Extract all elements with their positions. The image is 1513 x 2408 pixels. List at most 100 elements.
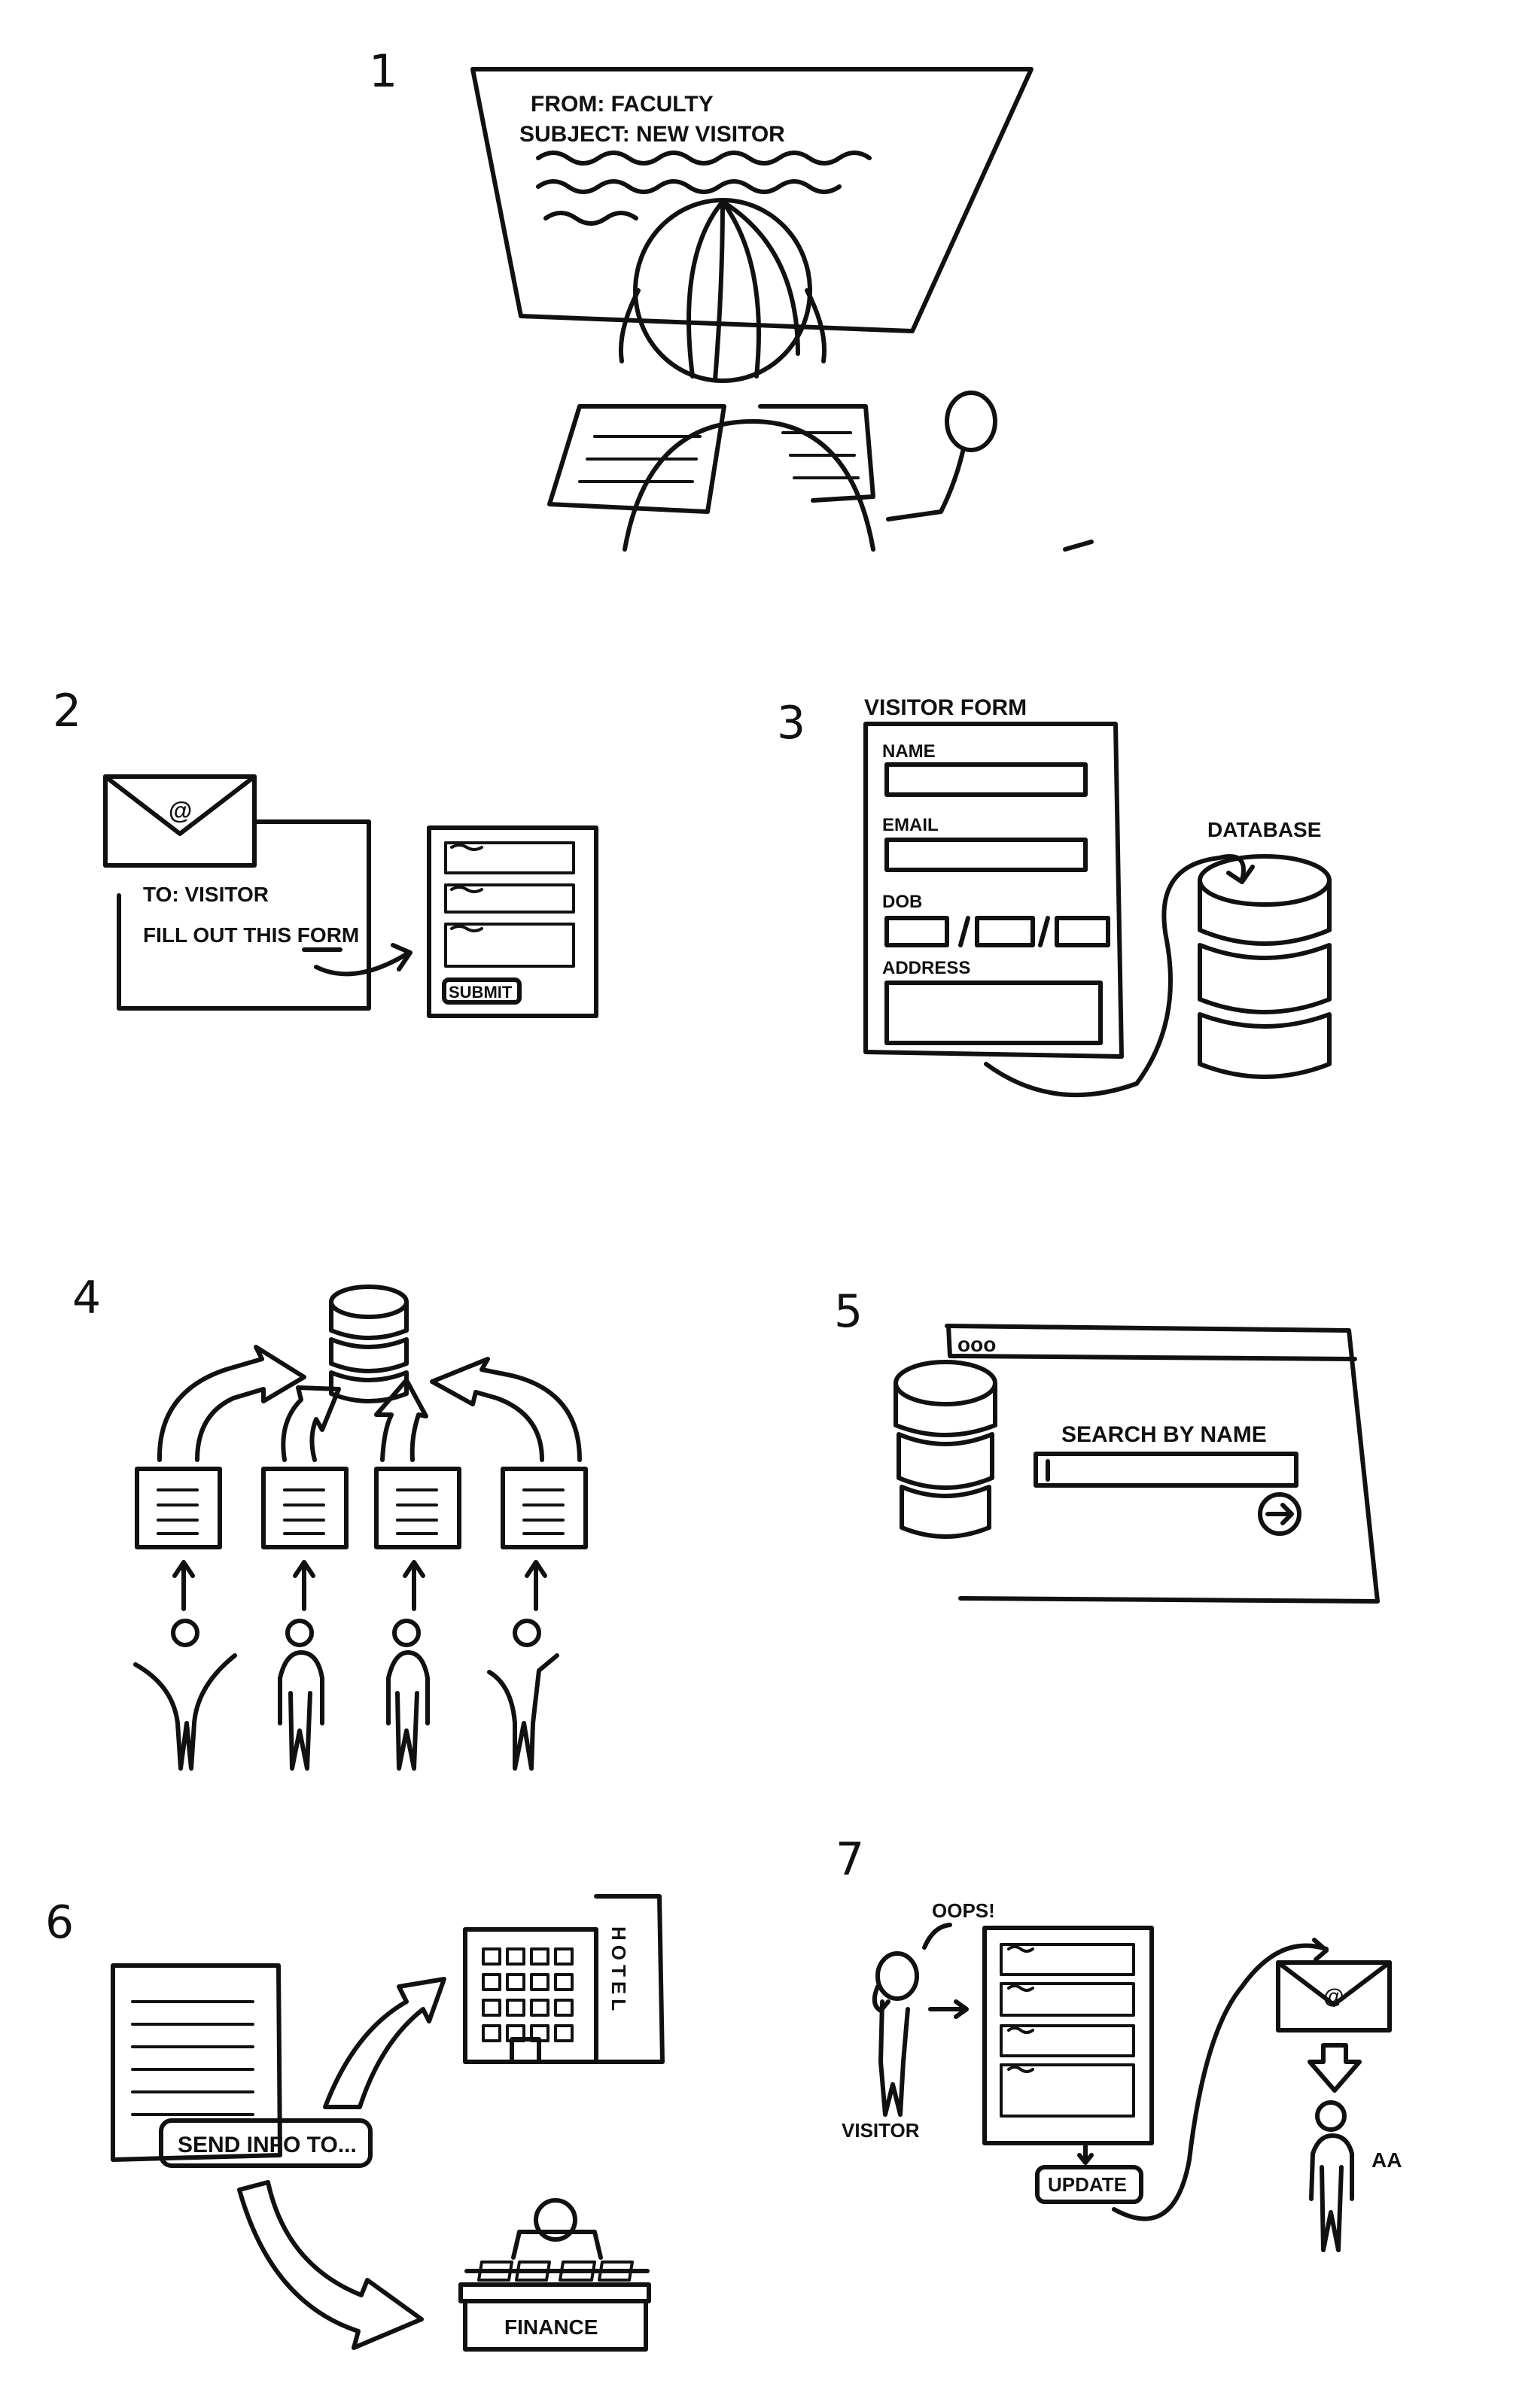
arrow-head bbox=[391, 943, 412, 971]
email-body: FILL OUT THIS FORM bbox=[143, 923, 359, 947]
form-to-db-curve bbox=[984, 856, 1222, 1098]
desk-mark bbox=[1063, 540, 1094, 552]
arrow-1 bbox=[157, 1345, 306, 1462]
send-info-label: SEND INFO TO... bbox=[178, 2133, 357, 2157]
keyboard-keys bbox=[578, 431, 860, 483]
panel-7-number: 7 bbox=[836, 1833, 865, 1886]
up-arrow-3 bbox=[403, 1560, 425, 1611]
envelope-icon bbox=[1276, 1960, 1392, 2033]
document-2 bbox=[261, 1467, 349, 1549]
visitor-form-outline bbox=[863, 722, 1124, 1059]
form-field-2 bbox=[444, 883, 575, 914]
dob-year-field bbox=[1055, 916, 1110, 947]
letter-page bbox=[117, 819, 371, 1011]
finance-desk-front bbox=[463, 2299, 648, 2352]
db-layer-2 bbox=[329, 1337, 409, 1373]
arrow-right-icon bbox=[1265, 1503, 1294, 1525]
search-go-button bbox=[1258, 1492, 1301, 1536]
db-layer-1 bbox=[1198, 878, 1332, 946]
aa-head bbox=[1315, 2100, 1347, 2132]
field-name-label: NAME bbox=[882, 741, 936, 762]
envelope-icon bbox=[103, 774, 257, 868]
visitor-label: VISITOR bbox=[842, 2119, 920, 2142]
down-block-arrow bbox=[1308, 2043, 1362, 2093]
person-1 bbox=[133, 1619, 237, 1771]
document-lines bbox=[131, 2000, 254, 2116]
name-field bbox=[884, 762, 1088, 797]
db-layer-1 bbox=[329, 1300, 409, 1340]
email-from: FROM: FACULTY bbox=[531, 92, 714, 117]
person-shoulders bbox=[623, 419, 875, 552]
update-to-email-curve bbox=[1112, 1943, 1329, 2221]
send-info-button bbox=[159, 2118, 373, 2168]
submit-label: SUBMIT bbox=[449, 983, 513, 1002]
arrow-to-form bbox=[928, 1999, 969, 2019]
field-dob-label: DOB bbox=[882, 892, 922, 912]
panel-3-number: 3 bbox=[777, 697, 806, 749]
search-input bbox=[1034, 1452, 1298, 1488]
form-field-1 bbox=[1000, 1943, 1135, 1976]
hotel-door bbox=[510, 2037, 541, 2064]
dob-month-field bbox=[975, 916, 1035, 947]
form-field-3 bbox=[444, 923, 575, 968]
db-layer-2 bbox=[1198, 943, 1332, 1014]
dob-slash-2 bbox=[1038, 916, 1050, 947]
down-arrow bbox=[1077, 2144, 1094, 2165]
form-field-marks bbox=[1007, 1945, 1034, 2073]
keyboard-right bbox=[758, 404, 875, 503]
arrow-4 bbox=[430, 1357, 582, 1462]
submit-button bbox=[442, 977, 522, 1005]
arrow-to-finance bbox=[237, 2180, 424, 2350]
person-4 bbox=[487, 1619, 559, 1771]
envelope-flap bbox=[1276, 1960, 1392, 2007]
curve-arrow-head bbox=[1312, 1938, 1329, 1962]
search-window bbox=[945, 1324, 1380, 1604]
finance-person-body bbox=[511, 2230, 603, 2260]
speech-line bbox=[922, 1923, 952, 1950]
at-icon: @ bbox=[169, 797, 192, 824]
db-layer-1 bbox=[893, 1381, 997, 1437]
form-field-2 bbox=[1000, 1982, 1135, 2017]
panel-1-number: 1 bbox=[369, 45, 398, 98]
window-titlebar bbox=[946, 1324, 1357, 1361]
hotel-label: HOTEL bbox=[607, 1926, 630, 2015]
db-layer-3 bbox=[900, 1485, 991, 1539]
person-3 bbox=[386, 1619, 430, 1771]
form-field-1 bbox=[444, 841, 575, 874]
dob-day-field bbox=[884, 916, 949, 947]
panel-4-number: 4 bbox=[72, 1272, 102, 1324]
form-page bbox=[427, 825, 598, 1018]
person-2 bbox=[278, 1619, 324, 1771]
db-layer-3 bbox=[1198, 1012, 1332, 1079]
window-dots: ooo bbox=[957, 1333, 996, 1356]
document-3 bbox=[374, 1467, 461, 1549]
mouse-cable bbox=[886, 446, 966, 521]
db-layer-3 bbox=[329, 1370, 409, 1403]
form-field-3 bbox=[1000, 2024, 1135, 2057]
database-label: DATABASE bbox=[1207, 818, 1321, 841]
keyboard-left bbox=[547, 404, 726, 514]
aa-body bbox=[1309, 2133, 1354, 2252]
visitor-head bbox=[875, 1951, 919, 2001]
form-title: VISITOR FORM bbox=[864, 695, 1027, 720]
visitor-body bbox=[878, 1999, 910, 2117]
email-line-2 bbox=[536, 179, 842, 194]
arrow-to-hotel bbox=[323, 1977, 446, 2109]
hotel-windows bbox=[482, 1947, 574, 2042]
update-form bbox=[982, 1926, 1154, 2145]
arrow-2 bbox=[281, 1385, 341, 1462]
form-field-4 bbox=[1000, 2063, 1135, 2118]
document-4 bbox=[501, 1467, 588, 1549]
email-to: TO: VISITOR bbox=[143, 883, 269, 906]
up-arrow-2 bbox=[293, 1560, 315, 1611]
db-layer-2 bbox=[897, 1432, 994, 1490]
email-subject: SUBJECT: NEW VISITOR bbox=[519, 122, 785, 147]
update-button bbox=[1035, 2165, 1143, 2204]
up-arrow-4 bbox=[525, 1560, 547, 1611]
